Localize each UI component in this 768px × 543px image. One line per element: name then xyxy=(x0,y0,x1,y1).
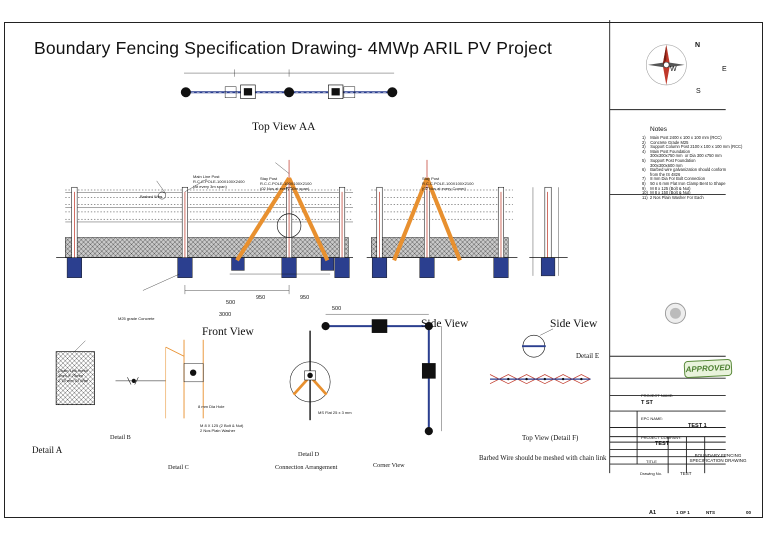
detail-c xyxy=(165,339,204,419)
detail-e-caption: Detail E xyxy=(576,352,600,360)
dia-hole-label: 8 mm Dia Hole xyxy=(198,404,225,409)
note-item: 9) M 8 x 125 (Bolt & Nut) xyxy=(642,185,691,191)
m25-label: M25 grade Concrete xyxy=(118,316,155,321)
dim-950b: 950 xyxy=(300,295,310,301)
revision: 00 xyxy=(746,510,752,515)
detail-b xyxy=(115,377,166,385)
detail-a xyxy=(55,340,95,406)
note-item: 1) Main Post 2400 x 100 x 100 mm (RCC) xyxy=(642,135,722,140)
side-view-2 xyxy=(529,186,568,277)
dim-3000: 3000 xyxy=(219,312,232,318)
notes-list: 1) Main Post 2400 x 100 x 100 mm (RCC)2)… xyxy=(642,135,762,200)
dim-500b: 500 xyxy=(332,306,342,312)
drawing-sheet xyxy=(4,22,763,518)
side-view-1 xyxy=(366,159,518,278)
top-view-caption: Top View AA xyxy=(252,121,316,133)
note-item: 3) Support Column Post 2100 x 100 x 100 … xyxy=(642,144,743,150)
company-label: PROJECT COMPANY: xyxy=(641,435,682,440)
corner-view-caption: Corner View xyxy=(373,462,405,469)
note-item: 300x300x600 mm xyxy=(642,162,683,168)
note-item: 10) M 8 x 150 (Bolt & Nut) xyxy=(642,190,691,196)
right-panel-lines xyxy=(609,20,726,474)
compass-e: E xyxy=(722,66,727,73)
approved-stamp: APPROVED xyxy=(683,358,733,379)
detail-d-caption: Detail D xyxy=(298,451,320,458)
top-view-aa xyxy=(180,69,398,99)
barbed-wire-label: Barbed Wire xyxy=(140,194,163,199)
project-name-label: PROJECT NAME: xyxy=(641,393,674,398)
note-item: 4) Main Post Foundation xyxy=(642,148,691,154)
drawing-canvas xyxy=(55,20,726,474)
compass-icon xyxy=(645,44,687,86)
epc-name: TEST 1 xyxy=(688,423,707,429)
detail-d xyxy=(289,330,331,421)
sheet-size: A1 xyxy=(649,510,657,516)
dim-500: 500 xyxy=(226,300,236,306)
detail-a-caption: Detail A xyxy=(32,445,63,455)
note-item: 8) 50 x 6 mm Flat Iron Clamp Bent to Sha… xyxy=(642,180,726,186)
detail-c-caption: Detail C xyxy=(168,464,189,471)
dim-950a: 950 xyxy=(256,295,266,301)
scale: NTS xyxy=(706,510,715,515)
note-item: 5) Support Post Foundation xyxy=(642,157,696,163)
company-seal xyxy=(664,302,686,324)
flat-iron-label: MS Flat 25 x 3 mm xyxy=(318,410,352,415)
compass-s: S xyxy=(696,88,701,95)
drawing-no-label: Drawing No. xyxy=(640,471,663,476)
note-item: 11) 2 Nos Plain Washer For Each xyxy=(642,194,704,200)
front-view-caption: Front View xyxy=(202,326,254,338)
page-title: Boundary Fencing Specification Drawing- … xyxy=(34,38,553,58)
note-item: 2) Concrete Grade M25 xyxy=(642,139,689,145)
corner-view xyxy=(321,314,442,436)
front-view xyxy=(56,159,354,295)
side-view-1-caption: Side View xyxy=(421,318,469,330)
title-label: TITLE xyxy=(646,459,657,464)
bolt-label: M 8 X 125 (2 Bolt & Nut)2 Nos Plain Wash… xyxy=(200,423,244,433)
note-item: from the IS 4826 xyxy=(642,171,681,177)
detail-b-caption: Detail B xyxy=(110,434,131,441)
compass-w: W xyxy=(670,66,677,73)
company-name: TEST xyxy=(655,441,670,447)
connection-caption: Connection Arrangement xyxy=(275,464,338,471)
barbed-wire-note: Barbed Wire should be meshed with chain … xyxy=(479,455,607,462)
note-item: 300x300x750 mm or Dia 300 x750 mm xyxy=(642,153,722,159)
detail-f xyxy=(489,374,591,385)
compass-n: N xyxy=(695,42,701,49)
sheet-number: 1 OF 1 xyxy=(676,510,690,515)
note-item: 6) Barbed wire galvanization should conf… xyxy=(642,167,727,173)
side-view-2-caption: Side View xyxy=(550,318,598,330)
detail-f-caption: Top View (Detail F) xyxy=(522,434,579,442)
project-name: T ST xyxy=(641,400,653,406)
detail-e xyxy=(521,328,554,358)
epc-label: EPC NAME: xyxy=(641,416,664,421)
notes-title: Notes xyxy=(650,126,667,133)
note-item: 7) 8 mm Dia For Bolt Connection xyxy=(642,176,706,182)
drawing-no: TEST xyxy=(680,471,692,476)
